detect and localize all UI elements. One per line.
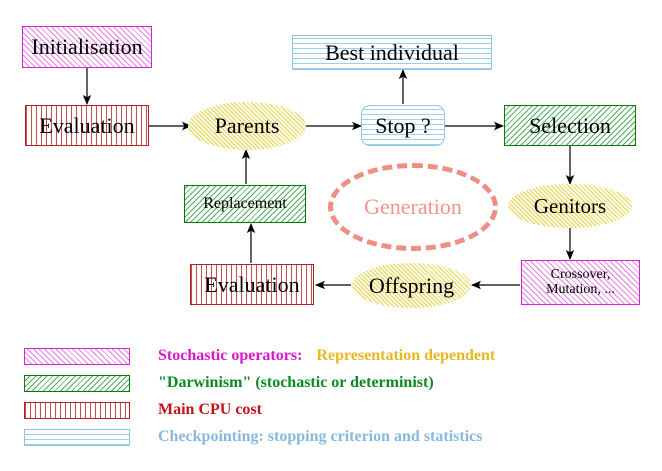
node-crossover-mutation[interactable]: Crossover, Mutation, ... [521,260,640,305]
legend-swatch-blue-horizontal [24,428,130,446]
legend-row-cpu-cost: Main CPU cost [24,400,262,420]
node-selection[interactable]: Selection [504,105,636,146]
legend-swatch-green-hatch [24,374,130,392]
node-initialisation[interactable]: Initialisation [22,26,152,68]
legend-label-stochastic-part2: Representation dependent [316,347,496,364]
node-initialisation-label: Initialisation [31,34,143,60]
node-selection-label: Selection [529,112,611,138]
node-offspring-label: Offspring [368,272,455,298]
legend-label-darwinism: "Darwinism" (stochastic or determinist) [158,374,434,391]
node-replacement-label: Replacement [203,194,287,212]
node-genitors-label: Genitors [533,193,607,218]
node-evaluation-top-label: Evaluation [39,112,135,138]
legend-swatch-magenta-hatch [24,347,130,365]
node-generation-label: Generation [364,194,462,219]
node-generation: Generation [328,163,498,251]
node-genitors[interactable]: Genitors [508,184,632,228]
node-stop-label: Stop ? [375,112,431,138]
legend: Stochastic operators: Representation depe… [0,340,662,471]
legend-label-stochastic: Stochastic operators: Representation depe… [158,347,495,365]
node-replacement[interactable]: Replacement [184,185,306,223]
node-best-individual[interactable]: Best individual [292,35,492,70]
node-evaluation-bottom[interactable]: Evaluation [190,264,314,305]
legend-label-checkpointing: Checkpointing: stopping criterion and st… [158,428,483,445]
node-evaluation-bottom-label: Evaluation [204,271,300,297]
legend-row-stochastic: Stochastic operators: Representation depe… [24,346,495,366]
node-best-individual-label: Best individual [325,39,459,65]
node-evaluation-top[interactable]: Evaluation [25,105,149,146]
legend-label-stochastic-part1: Stochastic operators: [158,347,303,364]
node-crossover-mutation-label: Crossover, Mutation, ... [546,266,615,297]
node-parents-label: Parents [214,113,280,139]
node-offspring[interactable]: Offspring [352,263,471,308]
node-stop[interactable]: Stop ? [361,105,445,146]
legend-swatch-red-vertical [24,401,130,419]
legend-row-checkpointing: Checkpointing: stopping criterion and st… [24,427,482,447]
legend-label-cpu-cost: Main CPU cost [158,401,262,418]
node-parents[interactable]: Parents [188,102,306,150]
legend-row-darwinism: "Darwinism" (stochastic or determinist) [24,373,434,393]
